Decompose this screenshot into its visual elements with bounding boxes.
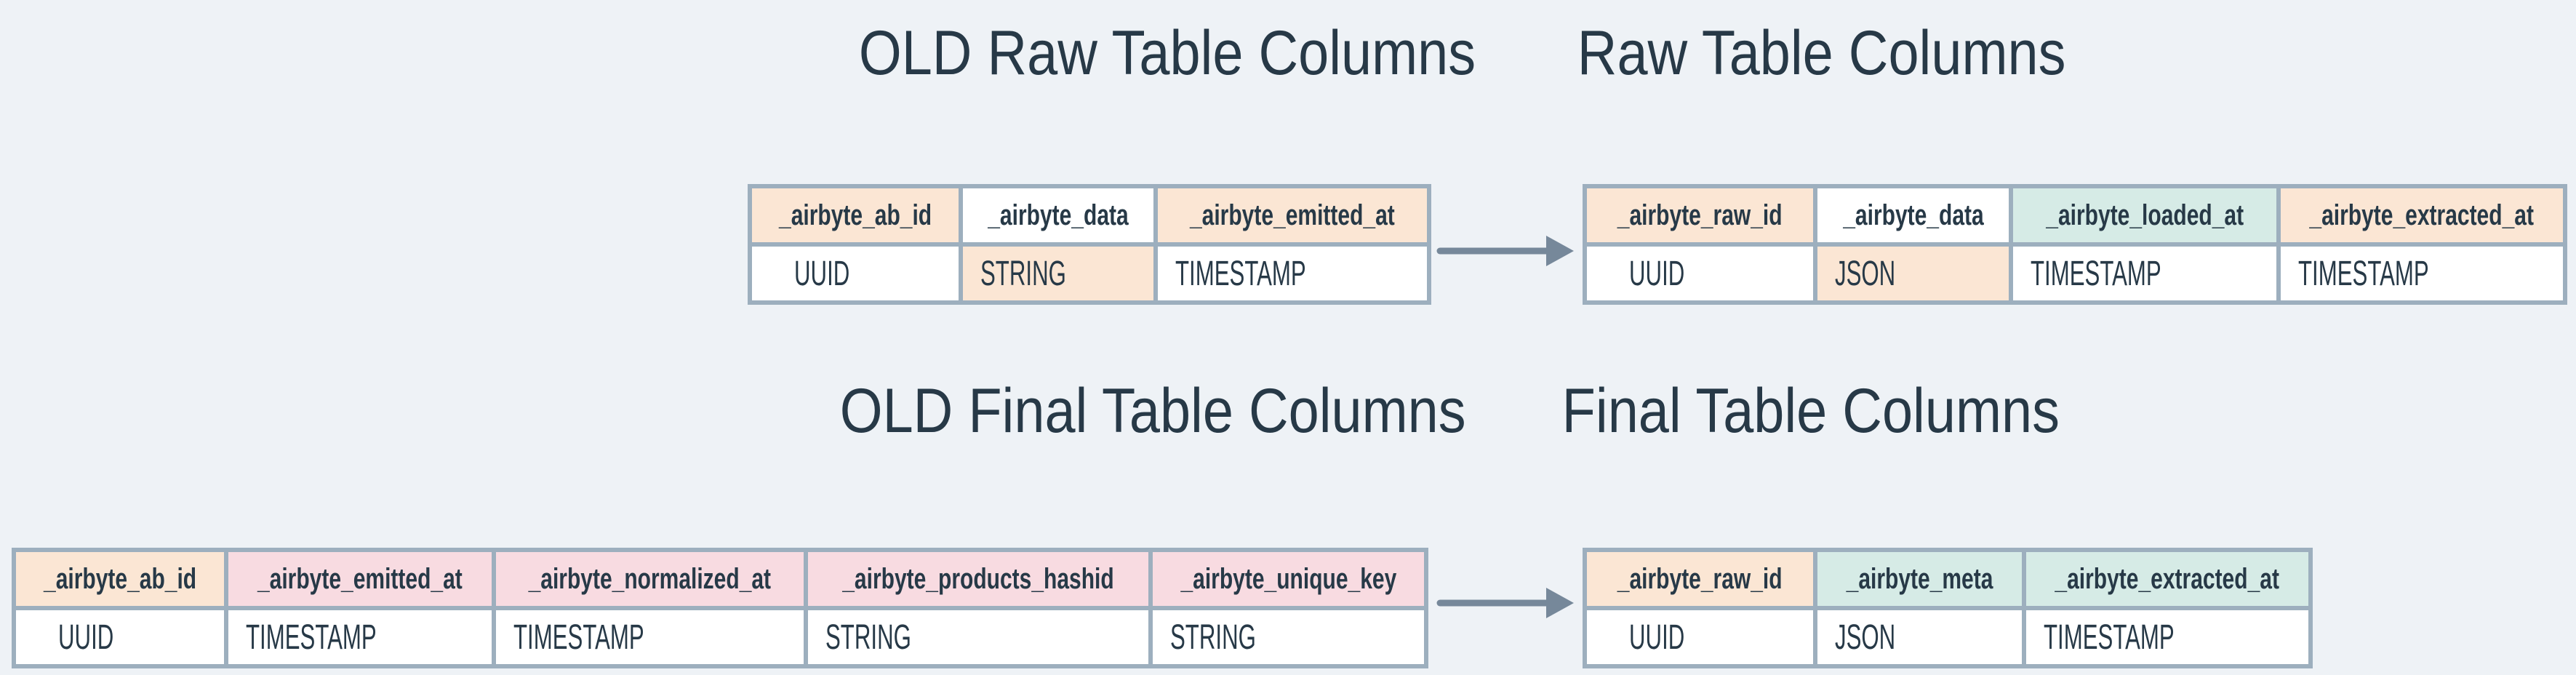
column-name: _airbyte_ab_id [43, 562, 197, 595]
column-header-cell: _airbyte_emitted_at [228, 552, 496, 610]
title-old-final-table-columns: OLD Final Table Columns [716, 378, 1589, 444]
column-type-cell: TIMESTAMP [228, 610, 496, 664]
title-text: Final Table Columns [1561, 376, 2060, 446]
column-header-cell: _airbyte_products_hashid [808, 552, 1153, 610]
table-old-raw: _airbyte_ab_id _airbyte_data _airbyte_em… [748, 184, 1431, 305]
column-header-cell: _airbyte_normalized_at [496, 552, 808, 610]
title-text: OLD Raw Table Columns [858, 18, 1476, 88]
table-type-row: UUID STRING TIMESTAMP [752, 247, 1427, 300]
column-name: _airbyte_raw_id [1617, 199, 1783, 231]
column-header-cell: _airbyte_data [1817, 188, 2013, 247]
column-type-cell: JSON [1817, 610, 2026, 664]
column-type: UUID [1629, 254, 1685, 293]
table-type-row: UUID JSON TIMESTAMP TIMESTAMP [1587, 247, 2563, 300]
title-text: Raw Table Columns [1577, 18, 2066, 88]
table-type-row: UUID TIMESTAMP TIMESTAMP STRING STRING [16, 610, 1424, 664]
column-type-cell: TIMESTAMP [2281, 247, 2563, 300]
column-type-cell: JSON [1817, 247, 2013, 300]
column-name: _airbyte_extracted_at [2055, 562, 2280, 595]
column-name: _airbyte_meta [1846, 562, 1993, 595]
column-type: UUID [794, 254, 850, 293]
column-type: UUID [1629, 618, 1685, 657]
column-type: JSON [1835, 618, 1896, 657]
column-type-cell: TIMESTAMP [496, 610, 808, 664]
column-type-cell: TIMESTAMP [2026, 610, 2308, 664]
table-type-row: UUID JSON TIMESTAMP [1587, 610, 2308, 664]
column-type: JSON [1835, 254, 1896, 293]
column-type: TIMESTAMP [2031, 254, 2161, 293]
column-type-cell: TIMESTAMP [2013, 247, 2281, 300]
column-type-cell: UUID [1587, 247, 1817, 300]
column-type: TIMESTAMP [2044, 618, 2175, 657]
column-type: TIMESTAMP [246, 618, 377, 657]
table-header-row: _airbyte_ab_id _airbyte_data _airbyte_em… [752, 188, 1427, 247]
column-type-cell: STRING [1153, 610, 1424, 664]
column-name: _airbyte_data [988, 199, 1129, 231]
title-raw-table-columns: Raw Table Columns [1385, 18, 2258, 88]
column-header-cell: _airbyte_loaded_at [2013, 188, 2281, 247]
title-final-table-columns: Final Table Columns [1375, 378, 2247, 444]
table-header-row: _airbyte_raw_id _airbyte_data _airbyte_l… [1587, 188, 2563, 247]
column-type-cell: UUID [16, 610, 228, 664]
column-header-cell: _airbyte_extracted_at [2281, 188, 2563, 247]
column-name: _airbyte_unique_key [1180, 562, 1396, 595]
column-header-cell: _airbyte_raw_id [1587, 188, 1817, 247]
column-name: _airbyte_products_hashid [842, 562, 1114, 595]
table-final: _airbyte_raw_id _airbyte_meta _airbyte_e… [1583, 548, 2313, 668]
column-header-cell: _airbyte_data [963, 188, 1158, 247]
column-type: TIMESTAMP [1175, 254, 1306, 293]
column-name: _airbyte_normalized_at [528, 562, 772, 595]
column-type-cell: STRING [808, 610, 1153, 664]
column-header-cell: _airbyte_ab_id [752, 188, 963, 247]
column-type: STRING [1170, 618, 1256, 657]
table-header-row: _airbyte_raw_id _airbyte_meta _airbyte_e… [1587, 552, 2308, 610]
column-type-cell: UUID [752, 247, 963, 300]
table-header-row: _airbyte_ab_id _airbyte_emitted_at _airb… [16, 552, 1424, 610]
title-old-raw-table-columns: OLD Raw Table Columns [731, 18, 1604, 88]
column-type: TIMESTAMP [2298, 254, 2429, 293]
column-name: _airbyte_emitted_at [1190, 199, 1395, 231]
column-header-cell: _airbyte_extracted_at [2026, 552, 2308, 610]
column-name: _airbyte_data [1842, 199, 1984, 231]
title-text: OLD Final Table Columns [839, 376, 1466, 446]
table-old-final: _airbyte_ab_id _airbyte_emitted_at _airb… [12, 548, 1428, 668]
column-type: TIMESTAMP [513, 618, 644, 657]
column-header-cell: _airbyte_unique_key [1153, 552, 1424, 610]
column-type-cell: TIMESTAMP [1158, 247, 1427, 300]
column-header-cell: _airbyte_meta [1817, 552, 2026, 610]
column-header-cell: _airbyte_emitted_at [1158, 188, 1427, 247]
table-raw: _airbyte_raw_id _airbyte_data _airbyte_l… [1583, 184, 2567, 305]
transition-arrow-icon [1436, 588, 1574, 618]
column-header-cell: _airbyte_raw_id [1587, 552, 1817, 610]
column-type: STRING [825, 618, 911, 657]
transition-arrow-icon [1436, 236, 1574, 266]
column-name: _airbyte_ab_id [778, 199, 932, 231]
column-header-cell: _airbyte_ab_id [16, 552, 228, 610]
column-type: STRING [980, 254, 1066, 293]
column-name: _airbyte_loaded_at [2046, 199, 2244, 231]
column-type-cell: UUID [1587, 610, 1817, 664]
column-type-cell: STRING [963, 247, 1158, 300]
column-name: _airbyte_raw_id [1617, 562, 1783, 595]
column-type: UUID [58, 618, 114, 657]
column-name: _airbyte_extracted_at [2309, 199, 2535, 231]
column-name: _airbyte_emitted_at [257, 562, 463, 595]
